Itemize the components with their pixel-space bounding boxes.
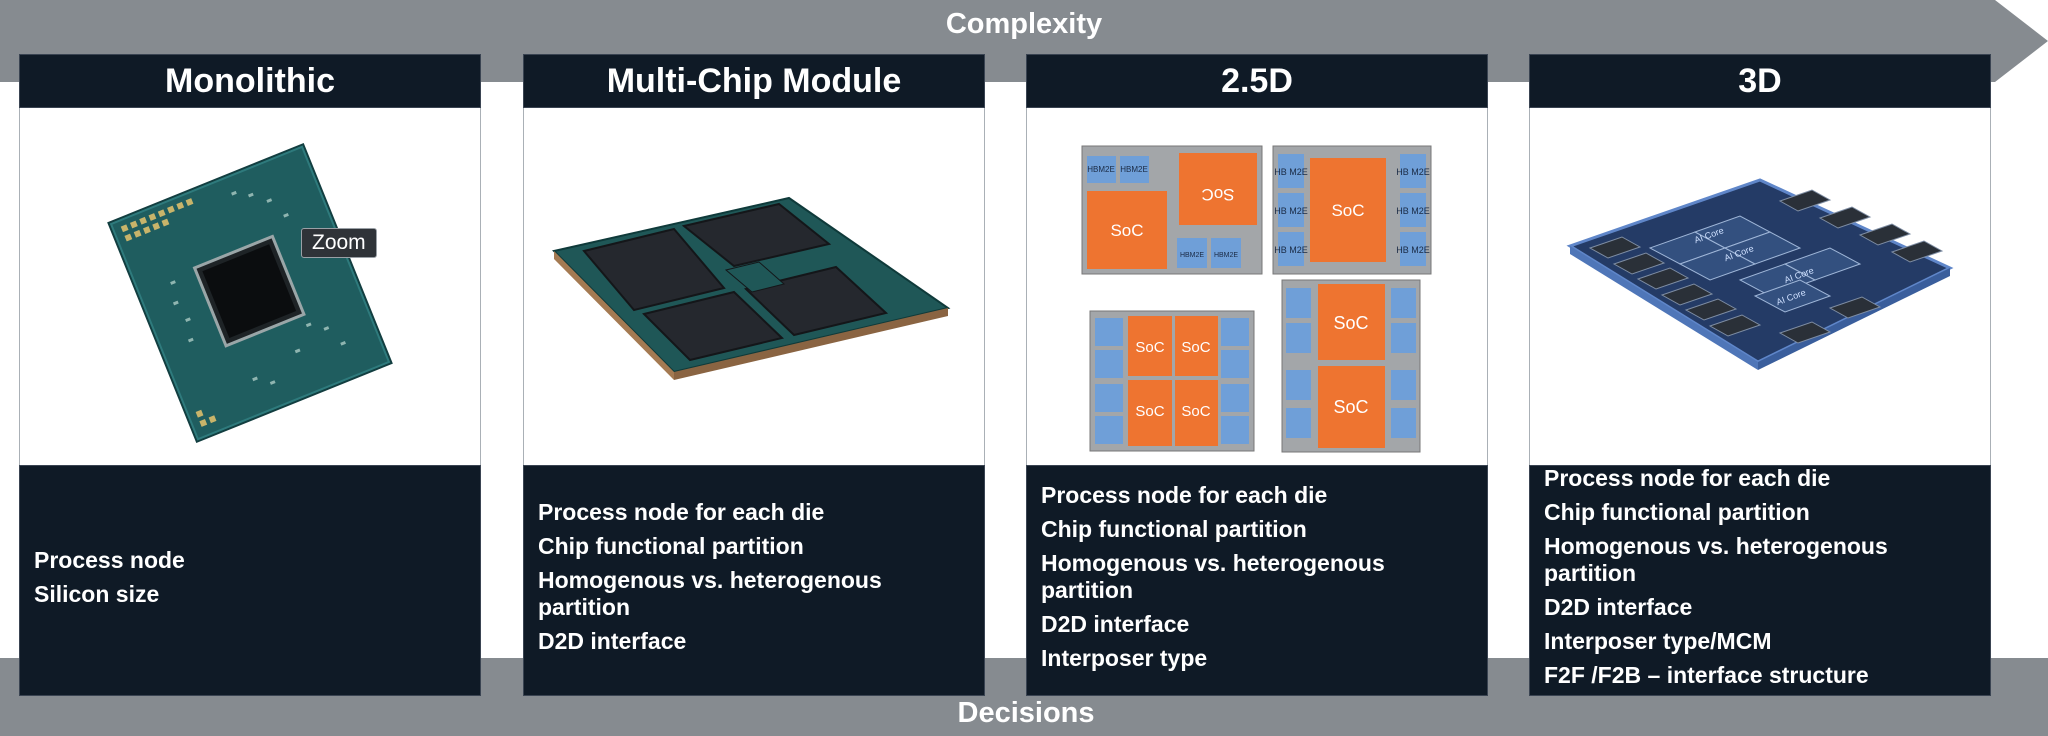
hbm-label: HBM2E: [1120, 165, 1148, 174]
soc-label: SoC: [1333, 313, 1368, 333]
decision-item: Silicon size: [34, 580, 160, 607]
hbm-label: HBM2E: [1180, 252, 1204, 259]
decisions-label: Decisions: [957, 697, 1095, 729]
soc-label: SoC: [1181, 339, 1210, 356]
column-title: 2.5D: [1026, 54, 1488, 108]
complexity-label: Complexity: [945, 8, 1103, 40]
decision-item: Homogenous vs. heterogenous partition: [1041, 550, 1385, 603]
soc-label: SoC: [1201, 185, 1234, 204]
soc-label: SoC: [1333, 397, 1368, 417]
hbm-label: HBM2E: [1087, 165, 1115, 174]
soc-label: SoC: [1331, 201, 1364, 220]
decision-item: Chip functional partition: [538, 533, 804, 559]
zoom-tooltip: Zoom: [301, 228, 377, 258]
3d-stack-image: AI Core AI Core AI Core AI Core: [1529, 108, 1991, 520]
decisions-panel: Process node for each die Chip functiona…: [1529, 465, 1991, 696]
decision-item: Interposer type: [1041, 645, 1208, 671]
decision-item: Homogenous vs. heterogenous partition: [538, 567, 882, 620]
decision-item: Process node for each die: [1041, 482, 1328, 508]
hbm-label: HB M2E: [1396, 206, 1430, 216]
decision-item: Interposer type/MCM: [1544, 628, 1772, 654]
decisions-panel: Process node Silicon size: [19, 465, 481, 696]
hbm-label: HB M2E: [1274, 206, 1308, 216]
column-title: 3D: [1529, 54, 1991, 108]
column-title: Monolithic: [19, 54, 481, 108]
decision-item: D2D interface: [1041, 611, 1190, 637]
decision-item: F2F /F2B – interface structure: [1544, 662, 1869, 688]
decision-item: Process node for each die: [1544, 465, 1831, 491]
hbm-label: HB M2E: [1274, 167, 1308, 177]
decisions-panel: Process node for each die Chip functiona…: [1026, 465, 1488, 696]
monolithic-chip-image[interactable]: Zoom: [19, 108, 481, 520]
decision-item: Process node for each die: [538, 499, 825, 525]
decision-item: D2D interface: [1544, 594, 1693, 620]
decision-item: Chip functional partition: [1544, 499, 1810, 525]
soc-label: SoC: [1135, 339, 1164, 356]
decision-item: Process node: [34, 546, 185, 573]
decision-item: Chip functional partition: [1041, 516, 1307, 542]
hbm-label: HB M2E: [1396, 245, 1430, 255]
decision-item: Homogenous vs. heterogenous partition: [1544, 533, 1888, 586]
column-title: Multi-Chip Module: [523, 54, 985, 108]
hbm-label: HB M2E: [1274, 245, 1308, 255]
mcm-chip-image[interactable]: [523, 108, 985, 520]
soc-label: SoC: [1110, 221, 1143, 240]
2-5d-package-diagram: HBM2E HBM2E SoC SoC HBM2E HBM2E HB M2E H…: [1026, 108, 1488, 520]
hbm-label: HBM2E: [1214, 252, 1238, 259]
soc-label: SoC: [1135, 403, 1164, 420]
decisions-panel: Process node for each die Chip functiona…: [523, 465, 985, 696]
hbm-label: HB M2E: [1396, 167, 1430, 177]
decision-item: D2D interface: [538, 628, 687, 654]
soc-label: SoC: [1181, 403, 1210, 420]
